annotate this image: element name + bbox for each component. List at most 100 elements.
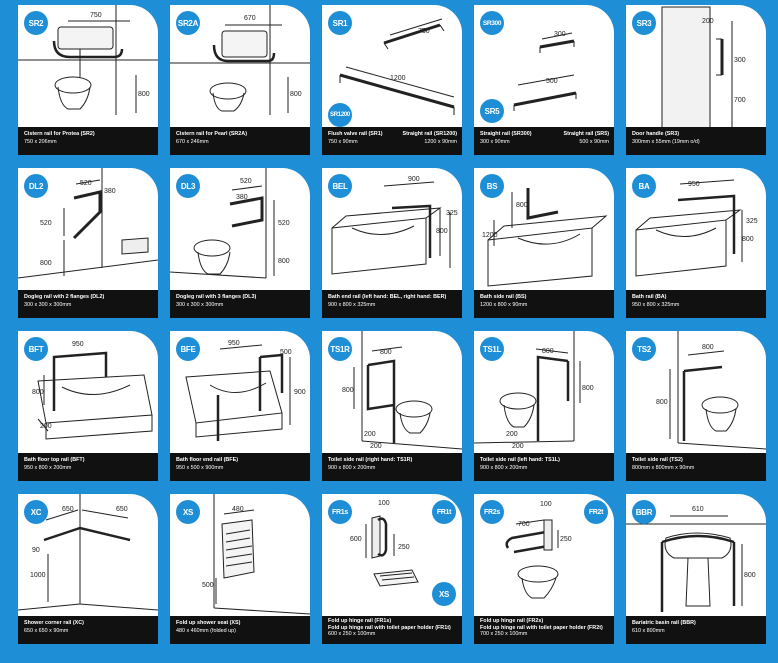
dim-800-top: 800 xyxy=(702,344,714,351)
card-bfe[interactable]: BFE 950 500 900 Bath floor end rail (BFE… xyxy=(170,331,310,481)
caption-title: Fold up hinge rail (FR2s) xyxy=(480,618,544,624)
card-xc[interactable]: XC 650 650 90 1000 Shower corner rail (X… xyxy=(18,494,158,644)
badge-xs: XS xyxy=(432,582,456,606)
card-fr1s[interactable]: FR1s FR1t XS 100 600 250 Fold up hinge r… xyxy=(322,494,462,644)
dim-100: 100 xyxy=(540,501,552,508)
dim-width: 670 xyxy=(244,15,256,22)
caption-title: Toilet side rail (left hand: TS1L) xyxy=(480,457,560,463)
card-dl3[interactable]: DL3 520 380 520 800 Dogleg rail with 3 f… xyxy=(170,168,310,318)
ts1r-illustration xyxy=(353,331,462,450)
dim-200-b: 200 xyxy=(370,443,382,450)
dim-520-top: 520 xyxy=(240,178,252,185)
dim-width: 750 xyxy=(90,12,102,19)
dim-950: 950 xyxy=(228,340,240,347)
card-sr1[interactable]: SR1 SR1200 750 1200 Flush valve rail (SR… xyxy=(322,5,462,155)
card-sr2[interactable]: SR2 750 800 Cistern rail for Protea (SR2… xyxy=(18,5,158,155)
caption-spec-right: 500 x 90mm xyxy=(579,138,609,145)
dim-325: 325 xyxy=(446,210,458,217)
dim-800: 800 xyxy=(744,572,756,579)
dl3-illustration xyxy=(170,168,275,279)
sr300-illustration xyxy=(513,32,577,111)
dim-250: 250 xyxy=(560,536,572,543)
caption-ts1r: Toilet side rail (right hand: TS1R) 900 … xyxy=(322,453,462,481)
dim-800-top: 800 xyxy=(542,348,554,355)
dim-800-side: 800 xyxy=(582,385,594,392)
card-ba[interactable]: BA 950 325 800 Bath rail (BA) 950 x 800 … xyxy=(626,168,766,318)
bs-illustration xyxy=(487,188,608,287)
xs-illustration xyxy=(213,494,310,615)
ba-illustration xyxy=(635,179,743,277)
card-bbr[interactable]: BBR 610 800 Bariatric basin rail (BBR) 6… xyxy=(626,494,766,644)
caption-bbr: Bariatric basin rail (BBR) 610 x 800mm xyxy=(626,616,766,644)
xc-illustration xyxy=(18,494,158,611)
caption-title: Toilet side rail (right hand: TS1R) xyxy=(328,457,413,463)
dim-700: 700 xyxy=(734,97,746,104)
caption-dl3: Dogleg rail with 3 flanges (DL3) 300 x 3… xyxy=(170,290,310,318)
caption-title-left: Flush valve rail (SR1) xyxy=(328,131,383,137)
caption-spec: 1200 x 800 x 90mm xyxy=(480,301,528,308)
caption-title: Cistern rail for Protea (SR2) xyxy=(24,131,95,137)
badge-xs: XS xyxy=(176,500,200,524)
sr3-illustration xyxy=(661,6,733,130)
dl2-illustration xyxy=(18,168,158,279)
dim-380: 380 xyxy=(104,188,116,195)
caption-bs: Bath side rail (BS) 1200 x 800 x 90mm xyxy=(474,290,614,318)
card-bs[interactable]: BS 800 1200 Bath side rail (BS) 1200 x 8… xyxy=(474,168,614,318)
dim-900: 900 xyxy=(294,389,306,396)
caption-dl2: Dogleg rail with 2 flanges (DL2) 300 x 3… xyxy=(18,290,158,318)
card-ts1l[interactable]: TS1L 800 800 200 200 Toilet side rail (l… xyxy=(474,331,614,481)
badge-ts2: TS2 xyxy=(632,337,656,361)
dim-700: 700 xyxy=(518,521,530,528)
dim-100: 100 xyxy=(378,500,390,507)
caption-title: Fold up shower seat (XS) xyxy=(176,620,241,626)
card-xs[interactable]: XS 480 500 Fold up shower seat (XS) 480 … xyxy=(170,494,310,644)
caption-bel: Bath end rail (left hand: BEL, right han… xyxy=(322,290,462,318)
ts1l-illustration xyxy=(474,331,581,444)
caption-title-right: Straight rail (SR5) xyxy=(563,131,609,137)
dim-380: 380 xyxy=(236,194,248,201)
dim-800-side: 800 xyxy=(656,399,668,406)
badge-xc: XC xyxy=(24,500,48,524)
card-bft[interactable]: BFT 950 800 200 Bath floor top rail (BFT… xyxy=(18,331,158,481)
caption-spec: 700 x 250 x 100mm xyxy=(480,631,528,638)
badge-bs: BS xyxy=(480,174,504,198)
badge-fr1t: FR1t xyxy=(432,500,456,524)
dim-500: 500 xyxy=(202,582,214,589)
card-sr3[interactable]: SR3 200 300 700 Door handle (SR3) 300mm … xyxy=(626,5,766,155)
caption-sr3: Door handle (SR3) 300mm x 55mm (19mm o/d… xyxy=(626,127,766,155)
badge-sr3: SR3 xyxy=(632,11,656,35)
caption-spec-right: 1200 x 90mm xyxy=(424,138,457,145)
badge-ts1r: TS1R xyxy=(328,337,352,361)
card-fr2s[interactable]: FR2s FR2t 100 700 250 Fold up hinge rail… xyxy=(474,494,614,644)
badge-dl2: DL2 xyxy=(24,174,48,198)
card-sr2a[interactable]: SR2A 670 800 Cistern rail for Pearl (SR2… xyxy=(170,5,310,155)
caption-sr2a: Cistern rail for Pearl (SR2A) 670 x 246m… xyxy=(170,127,310,155)
card-ts1r[interactable]: TS1R 800 800 200 200 Toilet side rail (r… xyxy=(322,331,462,481)
dim-650-right: 650 xyxy=(116,506,128,513)
dim-800-top: 800 xyxy=(380,349,392,356)
dim-1200: 1200 xyxy=(482,232,498,239)
dim-950: 950 xyxy=(688,181,700,188)
caption-title: Fold up hinge rail (FR1s) xyxy=(328,618,392,624)
card-ts2[interactable]: TS2 800 800 Toilet side rail (TS2) 800mm… xyxy=(626,331,766,481)
dim-650-left: 650 xyxy=(62,506,74,513)
dim-900: 900 xyxy=(408,176,420,183)
caption-xs: Fold up shower seat (XS) 480 x 460mm (fo… xyxy=(170,616,310,644)
caption-spec: 900 x 800 x 200mm xyxy=(480,464,528,471)
caption-title: Bath rail (BA) xyxy=(632,294,667,300)
sr2-illustration xyxy=(18,5,158,115)
fr1s-illustration xyxy=(365,515,419,587)
caption-title: Bath end rail (left hand: BEL, right han… xyxy=(328,294,447,300)
caption-ts2: Toilet side rail (TS2) 800mm x 800mm x 9… xyxy=(626,453,766,481)
caption-title: Door handle (SR3) xyxy=(632,131,680,137)
caption-xc: Shower corner rail (XC) 650 x 650 x 90mm xyxy=(18,616,158,644)
caption-spec: 670 x 246mm xyxy=(176,138,209,145)
dim-800-side: 800 xyxy=(342,387,354,394)
card-sr300[interactable]: SR300 SR5 300 500 Straight rail (SR300)3… xyxy=(474,5,614,155)
sr1-illustration xyxy=(339,18,455,115)
dim-750: 750 xyxy=(418,28,430,35)
caption-spec: 950 x 800 x 200mm xyxy=(24,464,72,471)
card-bel[interactable]: BEL 900 325 800 Bath end rail (left hand… xyxy=(322,168,462,318)
card-dl2[interactable]: DL2 520 380 520 800 Dogleg rail with 2 f… xyxy=(18,168,158,318)
caption-spec: 650 x 650 x 90mm xyxy=(24,627,69,634)
